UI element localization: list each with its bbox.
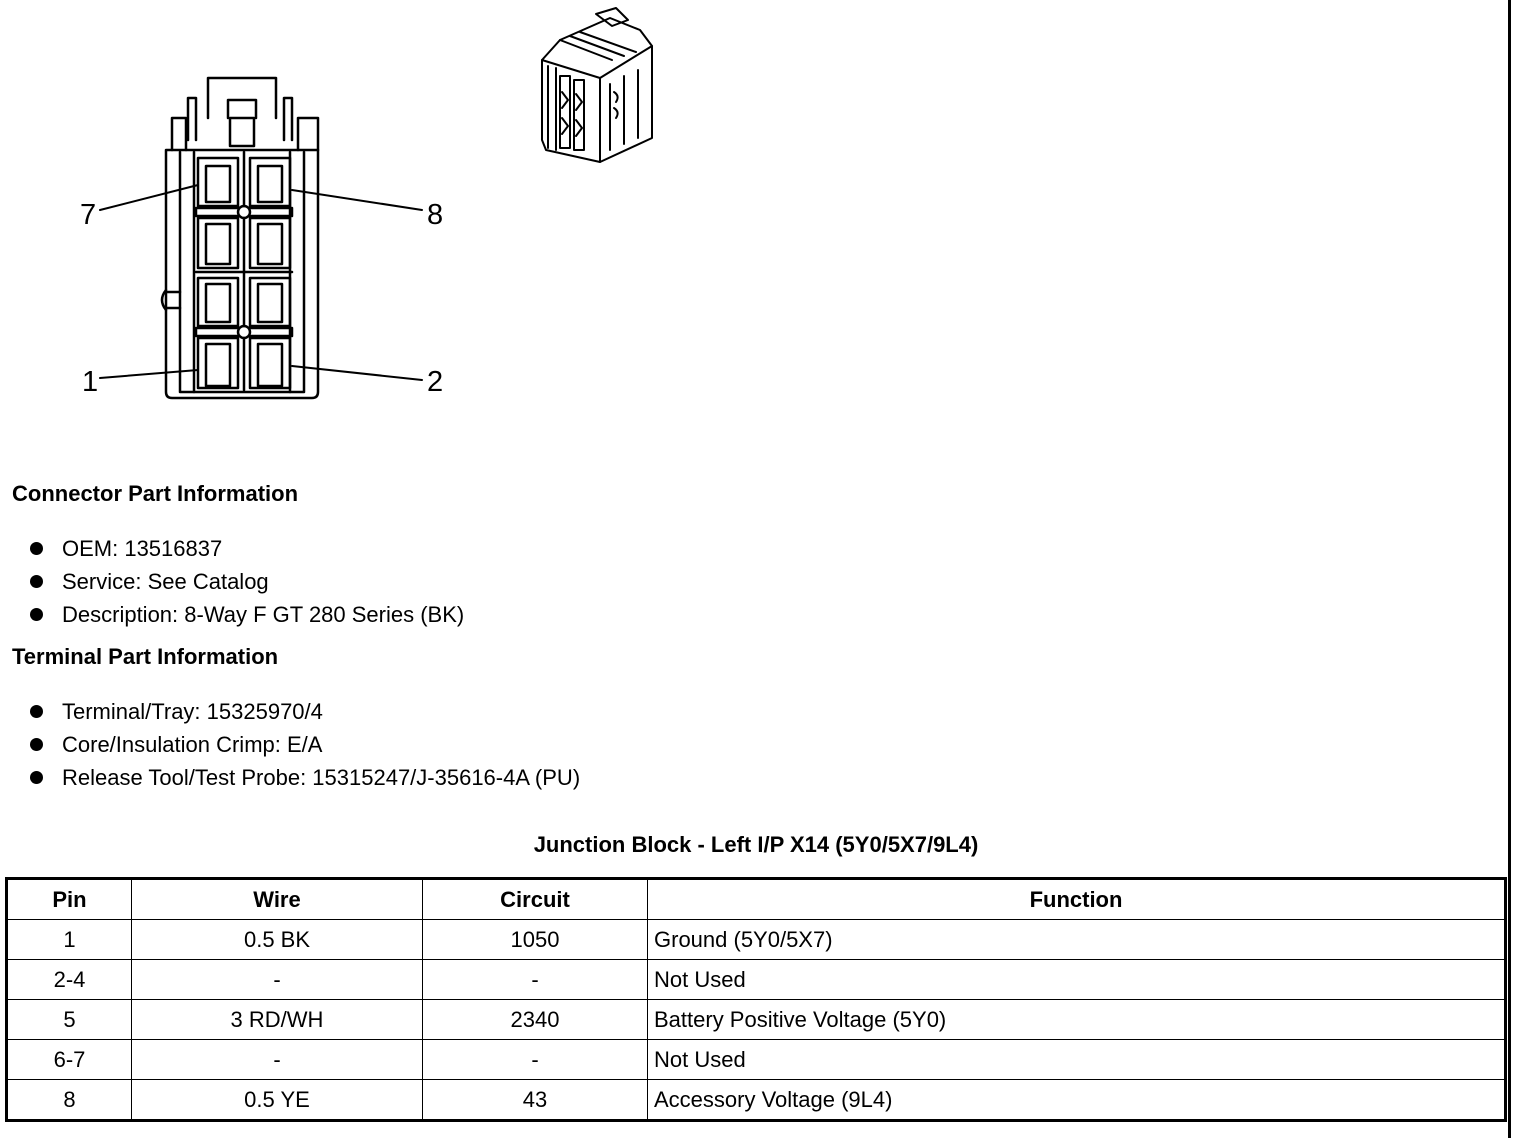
column-header-function: Function: [647, 878, 1506, 920]
list-item: Service: See Catalog: [30, 565, 464, 598]
page-right-border: [1508, 0, 1511, 1138]
cell-wire: 3 RD/WH: [131, 999, 423, 1040]
cell-wire: 0.5 YE: [131, 1079, 423, 1121]
terminal-part-information-heading: Terminal Part Information: [12, 644, 279, 669]
connector-isometric-view: [541, 7, 653, 163]
connector-latch: [186, 76, 294, 148]
cell-circuit: -: [422, 1039, 648, 1080]
column-header-pin: Pin: [6, 878, 132, 920]
cell-function: Accessory Voltage (9L4): [647, 1079, 1506, 1121]
table-header-row: Pin Wire Circuit Function: [6, 878, 1506, 920]
cell-wire: -: [131, 959, 423, 1000]
cell-pin: 8: [6, 1079, 132, 1121]
cell-pin: 6-7: [6, 1039, 132, 1080]
cell-function: Ground (5Y0/5X7): [647, 919, 1506, 960]
cell-function: Not Used: [647, 959, 1506, 1000]
connector-face-diagram: [99, 7, 653, 400]
cell-circuit: 43: [422, 1079, 648, 1121]
list-item: Release Tool/Test Probe: 15315247/J-3561…: [30, 761, 580, 794]
connector-part-information-heading: Connector Part Information: [12, 481, 299, 506]
list-item: OEM: 13516837: [30, 532, 464, 565]
cell-function: Not Used: [647, 1039, 1506, 1080]
cell-circuit: 2340: [422, 999, 648, 1040]
cell-circuit: 1050: [422, 919, 648, 960]
cell-wire: 0.5 BK: [131, 919, 423, 960]
pin-label-8: 8: [427, 199, 444, 231]
pinout-table-title: Junction Block - Left I/P X14 (5Y0/5X7/9…: [533, 832, 979, 857]
cell-wire: -: [131, 1039, 423, 1080]
list-item: Core/Insulation Crimp: E/A: [30, 728, 580, 761]
table-row: 2-4 - - Not Used: [6, 959, 1506, 1000]
pin-label-7: 7: [80, 199, 97, 231]
cell-function: Battery Positive Voltage (5Y0): [647, 999, 1506, 1040]
connector-cavities: [194, 150, 294, 392]
column-header-wire: Wire: [131, 878, 423, 920]
connector-housing: [160, 116, 320, 400]
pin-label-2: 2: [427, 366, 444, 398]
list-item: Terminal/Tray: 15325970/4: [30, 695, 580, 728]
table-row: 5 3 RD/WH 2340 Battery Positive Voltage …: [6, 999, 1506, 1040]
cell-pin: 5: [6, 999, 132, 1040]
list-item: Description: 8-Way F GT 280 Series (BK): [30, 598, 464, 631]
cell-pin: 1: [6, 919, 132, 960]
table-row: 1 0.5 BK 1050 Ground (5Y0/5X7): [6, 919, 1506, 960]
pinout-table: Pin Wire Circuit Function 1 0.5 BK 1050 …: [5, 877, 1507, 1122]
cell-circuit: -: [422, 959, 648, 1000]
connector-part-information-list: OEM: 13516837 Service: See Catalog Descr…: [30, 532, 464, 631]
column-header-circuit: Circuit: [422, 878, 648, 920]
pin-label-1: 1: [82, 366, 99, 398]
table-row: 6-7 - - Not Used: [6, 1039, 1506, 1080]
table-row: 8 0.5 YE 43 Accessory Voltage (9L4): [6, 1079, 1506, 1121]
terminal-part-information-list: Terminal/Tray: 15325970/4 Core/Insulatio…: [30, 695, 580, 794]
cell-pin: 2-4: [6, 959, 132, 1000]
pin-leader-lines: [99, 184, 423, 381]
